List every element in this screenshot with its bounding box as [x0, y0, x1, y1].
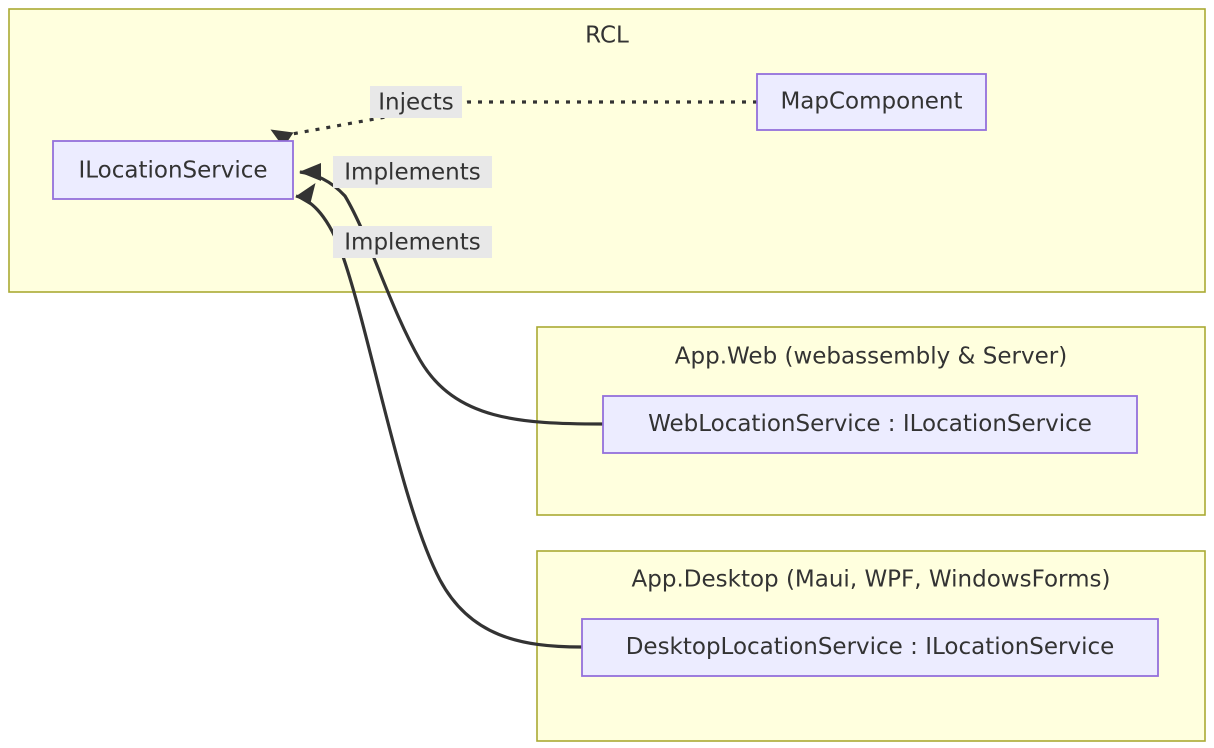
edge-label-injects-bg — [370, 86, 462, 118]
node-mapcomponent[interactable]: MapComponent — [756, 73, 987, 131]
edge-label-implements-desktop: Implements — [333, 226, 492, 258]
edge-label-implements-web: Implements — [333, 156, 492, 188]
node-desktoplocationservice-rect[interactable] — [581, 618, 1159, 677]
edge-label-implements-web-text: Implements — [344, 160, 480, 186]
cluster-rcl-title: RCL — [585, 23, 629, 49]
edge-implements-desktop — [295, 183, 583, 649]
edge-label-injects: Injects — [370, 86, 462, 118]
node-desktoplocationservice[interactable]: DesktopLocationService : ILocationServic… — [581, 618, 1159, 677]
node-mapcomponent-label: MapComponent — [780, 89, 962, 115]
node-ilocationservice-label: ILocationService — [78, 158, 267, 184]
node-desktoplocationservice-label: DesktopLocationService : ILocationServic… — [626, 634, 1115, 660]
edge-implements-web-arrowhead — [299, 163, 321, 181]
edge-implements-desktop-arrowhead — [295, 183, 316, 205]
node-weblocationservice-label: WebLocationService : ILocationService — [648, 411, 1092, 437]
node-ilocationservice[interactable]: ILocationService — [52, 140, 294, 200]
edge-label-implements-desktop-text: Implements — [344, 230, 480, 256]
cluster-app-web-title: App.Web (webassembly & Server) — [675, 344, 1067, 370]
node-weblocationservice-rect[interactable] — [602, 395, 1138, 454]
node-weblocationservice[interactable]: WebLocationService : ILocationService — [602, 395, 1138, 454]
cluster-app-desktop-title: App.Desktop (Maui, WPF, WindowsForms) — [632, 567, 1111, 593]
edge-injects — [270, 100, 757, 148]
edge-injects-path — [291, 100, 757, 136]
node-ilocationservice-rect[interactable] — [52, 140, 294, 200]
edge-label-implements-desktop-bg — [333, 226, 492, 258]
edge-label-injects-text: Injects — [378, 90, 454, 116]
edge-label-implements-web-bg — [333, 156, 492, 188]
edge-injects-arrowhead — [270, 129, 294, 148]
edge-implements-desktop-path — [295, 194, 583, 649]
node-mapcomponent-rect[interactable] — [756, 73, 987, 131]
